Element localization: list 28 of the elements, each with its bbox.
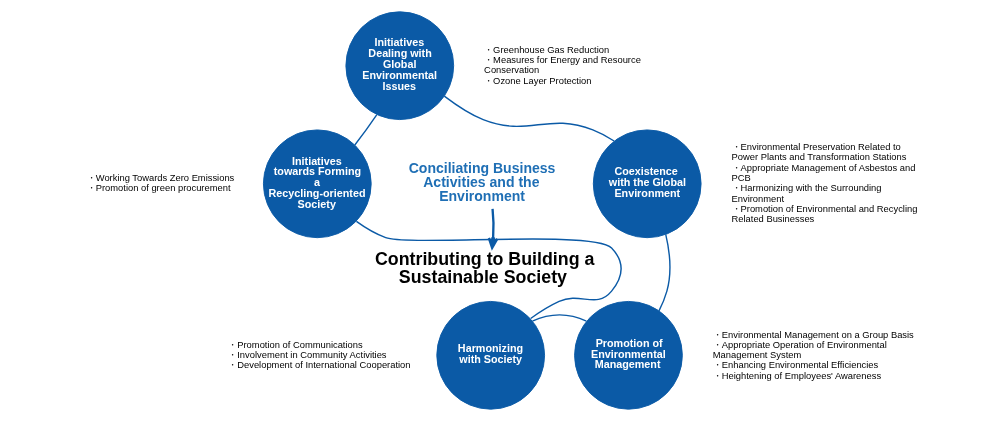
node-label: ・Environmental Management on a Group Basis [712, 329, 914, 340]
node-label: ・Ozone Layer Protection [483, 75, 591, 86]
node-label: ・Working Towards Zero Emissions [86, 172, 234, 183]
node-label: ・Development of International Cooperation [227, 360, 411, 371]
node-label: ・Harmonizing with the Surrounding Environment [731, 183, 882, 204]
node-circle: Initiatives towards Forming a Recycling-oriented Society [262, 129, 372, 239]
connector [531, 314, 587, 322]
node-label: ・Appropriate Management of Asbestos and PCB [731, 162, 915, 183]
node-text: Contributing to Building a Sustainable Society [374, 249, 594, 287]
node-text: Conciliating Business Activities and the Environment [408, 160, 555, 205]
connector [355, 220, 622, 320]
node-label: ・Greenhouse Gas Reduction [483, 44, 609, 55]
connector [657, 233, 671, 312]
node-label: ・Promotion of Communications [227, 339, 363, 350]
node-label: ・Appropriate Operation of Environmental Management System [712, 339, 887, 361]
node-circle: Initiatives Dealing with Global Environmental Issues [344, 11, 454, 121]
node-label: ・Environmental Preservation Related to Power Plants and Transformation Stations [731, 142, 906, 163]
node-circle: Coexistence with the Global Environment [592, 129, 702, 239]
node-label: ・Promotion of Environmental and Recycling Related Businesses [731, 203, 917, 225]
node-label: ・Measures for Energy and Resource Conservation [483, 54, 641, 76]
node-label: ・Involvement in Community Activities [227, 350, 387, 361]
node-label: ・Heightening of Employees' Awareness [712, 370, 881, 381]
connector [353, 113, 378, 146]
node-circle: Promotion of Environmental Management [573, 300, 683, 410]
node-label: ・Enhancing Environmental Efficiencies [712, 360, 878, 371]
node-circle: Harmonizing with Society [435, 300, 545, 410]
connector [443, 95, 615, 142]
node-label: ・Promotion of green procurement [86, 183, 230, 194]
